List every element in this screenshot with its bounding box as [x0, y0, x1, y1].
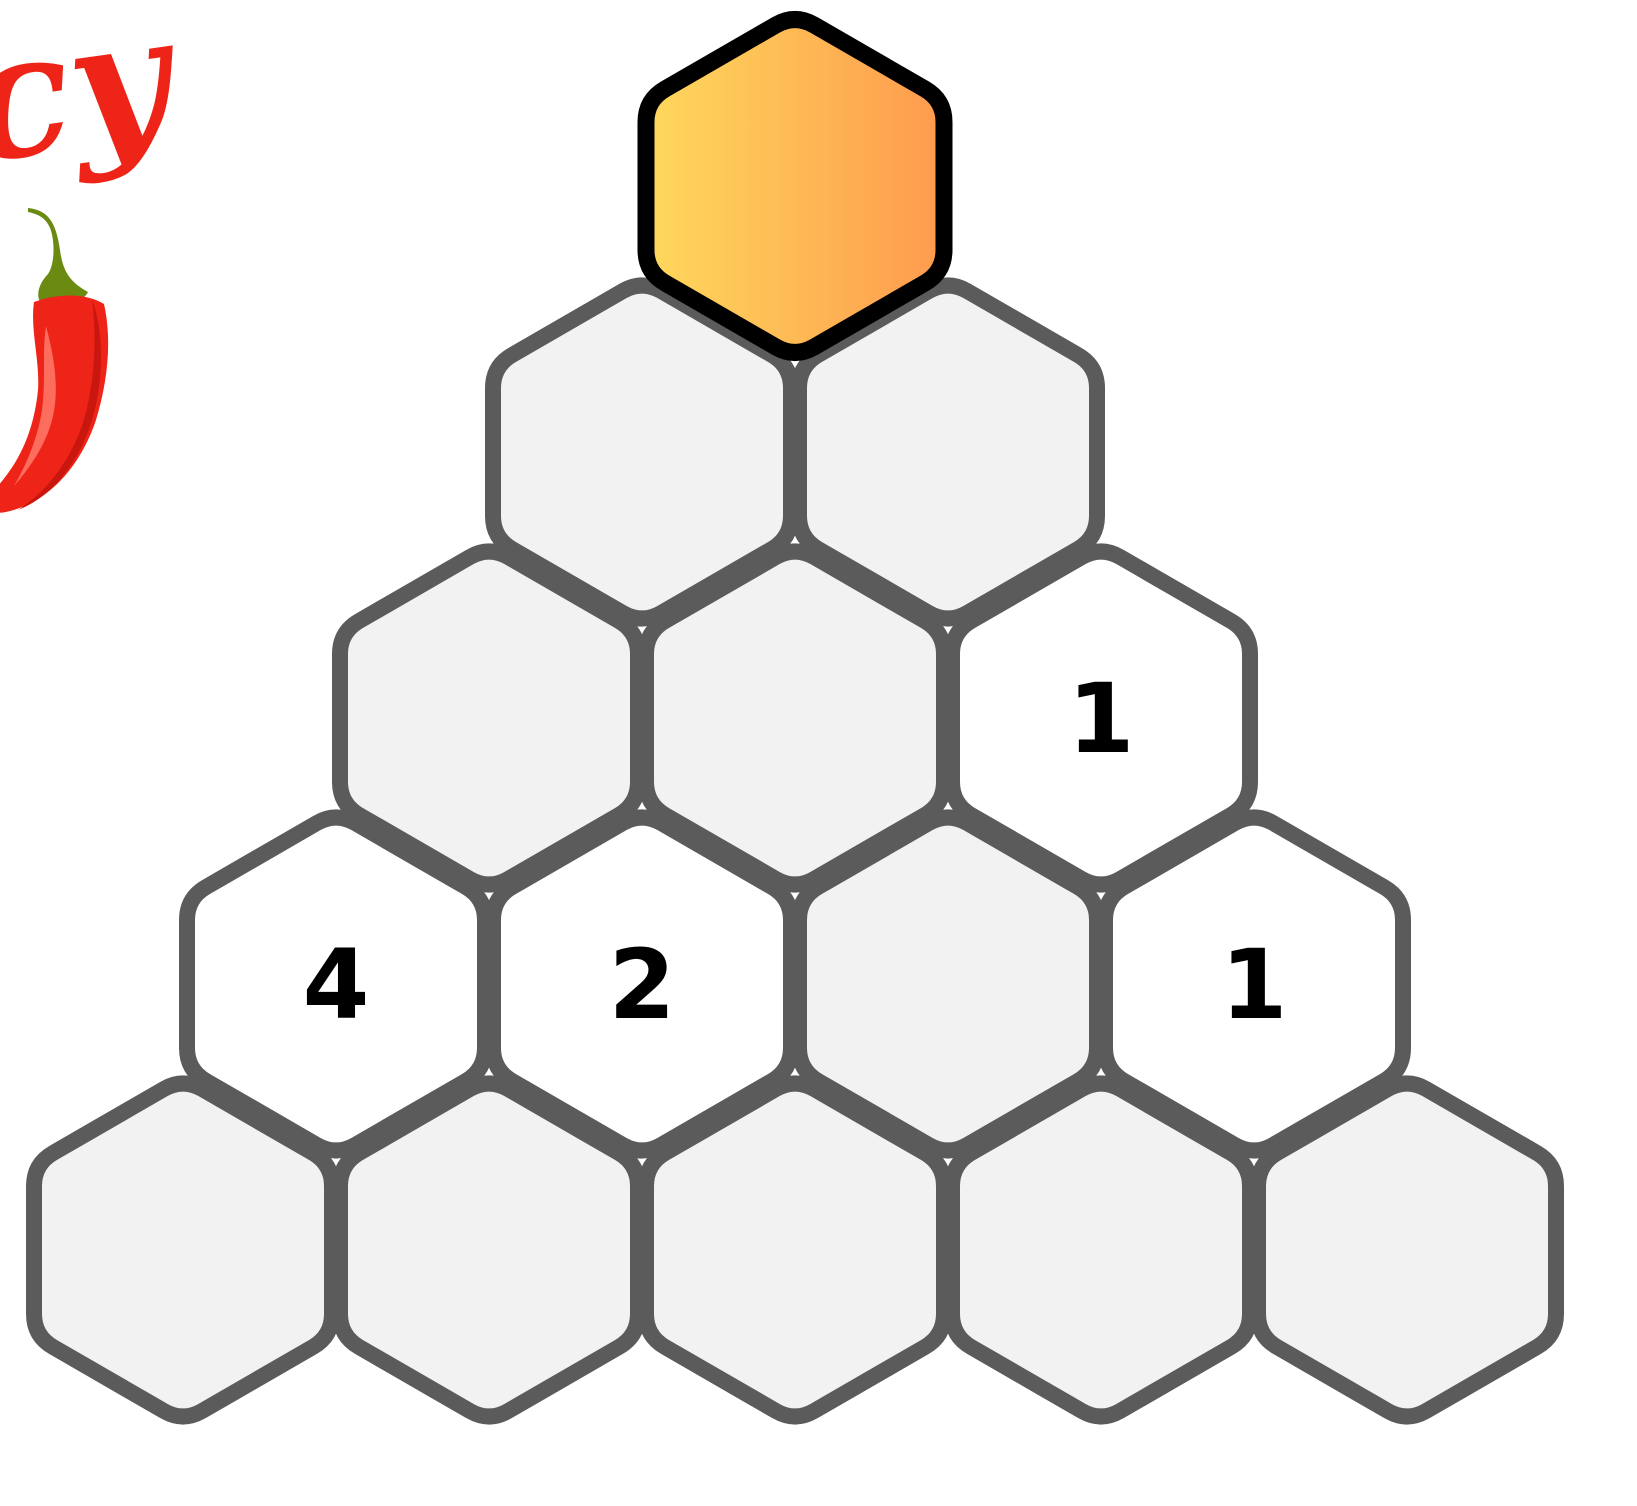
hex-value: 2 [609, 929, 676, 1041]
hex-cells: 1 4 2 1 [34, 20, 1556, 1417]
hex-value: 4 [303, 929, 370, 1041]
hex-value: 1 [1221, 929, 1288, 1041]
hex-shape [952, 1084, 1250, 1417]
hex-shape [646, 20, 944, 353]
hex-cell-r1-c1-selected[interactable] [646, 20, 944, 353]
hex-value: 1 [1068, 663, 1135, 775]
logo-text: cy [0, 0, 191, 203]
hex-cell-r5-c1[interactable] [34, 1084, 332, 1417]
hex-cell-r5-c4[interactable] [952, 1084, 1250, 1417]
hex-shape [1258, 1084, 1556, 1417]
hex-cell-r5-c2[interactable] [340, 1084, 638, 1417]
hex-shape [340, 1084, 638, 1417]
logo: cy [0, 0, 191, 513]
hex-cell-r5-c3[interactable] [646, 1084, 944, 1417]
chili-pepper-icon [0, 208, 108, 513]
hex-shape [646, 1084, 944, 1417]
hex-cell-r5-c5[interactable] [1258, 1084, 1556, 1417]
hex-shape [34, 1084, 332, 1417]
